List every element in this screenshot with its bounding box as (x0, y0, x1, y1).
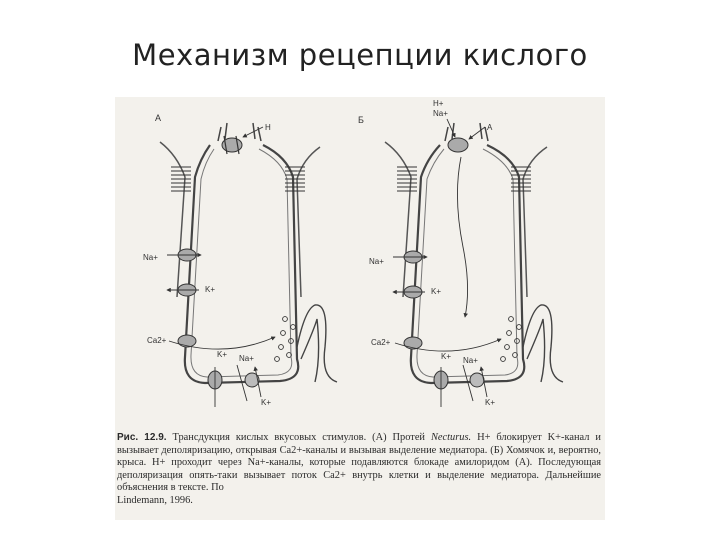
panel-a-na-label: Na+ (143, 253, 158, 262)
diagram-svg: А Н Na+ K+ (143, 99, 564, 407)
panel-a-neighbor-left (159, 141, 186, 298)
caption-figure-number: Рис. 12.9. (117, 432, 167, 443)
panel-a-bottom-arrows (214, 365, 262, 407)
panel-b-cell-inner (416, 148, 519, 378)
figure-area: А Н Na+ K+ (115, 97, 605, 520)
panel-b-tight-junction-left (397, 166, 417, 192)
panel-b-tight-junction-right (511, 166, 531, 192)
caption-species: Necturus. (430, 432, 472, 443)
panel-b-bottom-arrows (440, 365, 488, 407)
panel-b-h-label: H+ (433, 99, 444, 108)
panel-a-ca-arrow (168, 336, 276, 350)
panel-b-na-label: Na+ (369, 257, 384, 266)
panel-a-vesicles (274, 316, 296, 362)
panel-a-microvilli (217, 122, 262, 142)
panel-a-top-channel-block (223, 135, 240, 155)
panel-b-microvilli (444, 122, 489, 142)
panel-b-inward-flow (457, 156, 469, 318)
panel-b-cell-outline (409, 144, 526, 385)
panel-a-tight-junction-right (285, 166, 305, 192)
panel-b-ca-channel (403, 336, 423, 350)
panel-b-vesicles (500, 316, 522, 362)
slide-title: Механизм рецепции кислого (132, 38, 588, 72)
panel-a-ca-channel (177, 334, 197, 348)
caption-text-part1: Трансдукция кислых вкусовых стимулов. (А… (172, 432, 425, 443)
panel-b-top-arrow (446, 118, 456, 138)
caption-text-part2: H+ блокирует K+-канал и вызывает деполяр… (117, 432, 601, 494)
panel-b-ca-arrow (394, 338, 502, 352)
panel-a-cell-inner (190, 148, 293, 378)
panel-b-letter: Б (358, 115, 364, 125)
panel-a-k-bottom-in-label: K+ (217, 350, 227, 359)
panel-b-k-bottom-in-label: K+ (441, 352, 451, 361)
panel-a-h-arrow (242, 126, 264, 138)
panel-b-neighbor-left (384, 141, 412, 298)
panel-a-h-label: Н (265, 123, 271, 132)
panel-b-amiloride-arrow (468, 126, 486, 140)
panel-a-neighbor-right (296, 146, 321, 298)
panel-a-nerve-fiber (296, 304, 338, 383)
panel-a-k-label: K+ (205, 285, 215, 294)
panel-b-ca-label: Ca2+ (371, 338, 391, 347)
panel-a-letter: А (155, 113, 161, 123)
panel-a-na-bottom-label: Na+ (239, 354, 254, 363)
panel-b-na-top-label: Na+ (433, 109, 448, 118)
panel-b-bottom-transporter (469, 372, 485, 388)
panel-a-k-bottom-out-label: K+ (261, 398, 271, 407)
panel-b-nerve-fiber (522, 304, 564, 383)
panel-b-k-label: K+ (431, 287, 441, 296)
figure-caption: Рис. 12.9. Трансдукция кислых вкусовых с… (117, 432, 601, 508)
panel-a-tight-junction-left (171, 166, 191, 192)
panel-a-ca-label: Ca2+ (147, 336, 167, 345)
panel-b-top-channel (447, 137, 469, 153)
panel-a-cell-outline (183, 144, 300, 385)
panel-a-bottom-transporter (244, 372, 260, 388)
caption-author: Lindemann, 1996. (117, 494, 193, 506)
panel-a: А Н Na+ K+ (143, 113, 338, 407)
panel-b-k-bottom-out-label: K+ (485, 398, 495, 407)
panel-b: Б H+ Na+ A Na+ K+ Ca2+ (358, 99, 564, 407)
panel-b-neighbor-right (522, 146, 548, 298)
panel-b-a-label: A (487, 123, 493, 132)
panel-b-na-bottom-label: Na+ (463, 356, 478, 365)
